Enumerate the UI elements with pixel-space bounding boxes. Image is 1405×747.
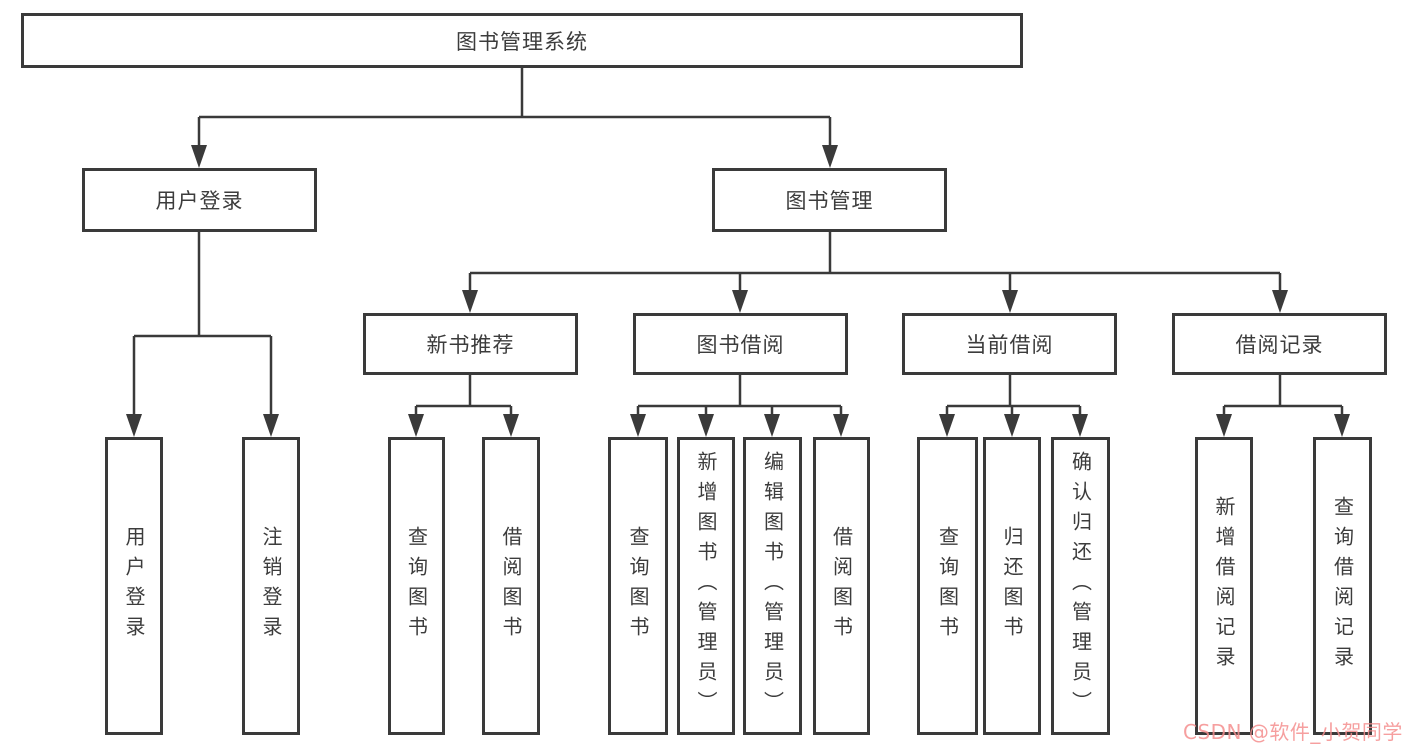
leaf-confirm-return-admin: 确认归还（管理员）	[1051, 437, 1110, 735]
leaf-query-borrow-record: 查询借阅记录	[1313, 437, 1372, 735]
node-borrow-records: 借阅记录	[1172, 313, 1387, 375]
node-book-management: 图书管理	[712, 168, 947, 232]
leaf-borrow-books-recommend: 借阅图书	[482, 437, 540, 735]
leaf-add-borrow-record: 新增借阅记录	[1195, 437, 1253, 735]
leaf-edit-books-admin: 编辑图书（管理员）	[743, 437, 802, 735]
leaf-borrow-books-borrowing: 借阅图书	[813, 437, 870, 735]
node-new-book-recommend: 新书推荐	[363, 313, 578, 375]
leaf-query-books-current: 查询图书	[917, 437, 978, 735]
node-library-management-system: 图书管理系统	[21, 13, 1023, 68]
leaf-query-books-borrowing: 查询图书	[608, 437, 668, 735]
leaf-logout: 注销登录	[242, 437, 300, 735]
arrowheads	[126, 145, 1350, 437]
leaf-query-books-recommend: 查询图书	[388, 437, 445, 735]
node-current-borrowing: 当前借阅	[902, 313, 1117, 375]
leaf-user-login: 用户登录	[105, 437, 163, 735]
node-book-borrowing: 图书借阅	[633, 313, 848, 375]
csdn-watermark: CSDN @软件_小贺同学	[1183, 720, 1403, 744]
node-user-login: 用户登录	[82, 168, 317, 232]
leaf-add-books-admin: 新增图书（管理员）	[677, 437, 735, 735]
leaf-return-books: 归还图书	[983, 437, 1041, 735]
